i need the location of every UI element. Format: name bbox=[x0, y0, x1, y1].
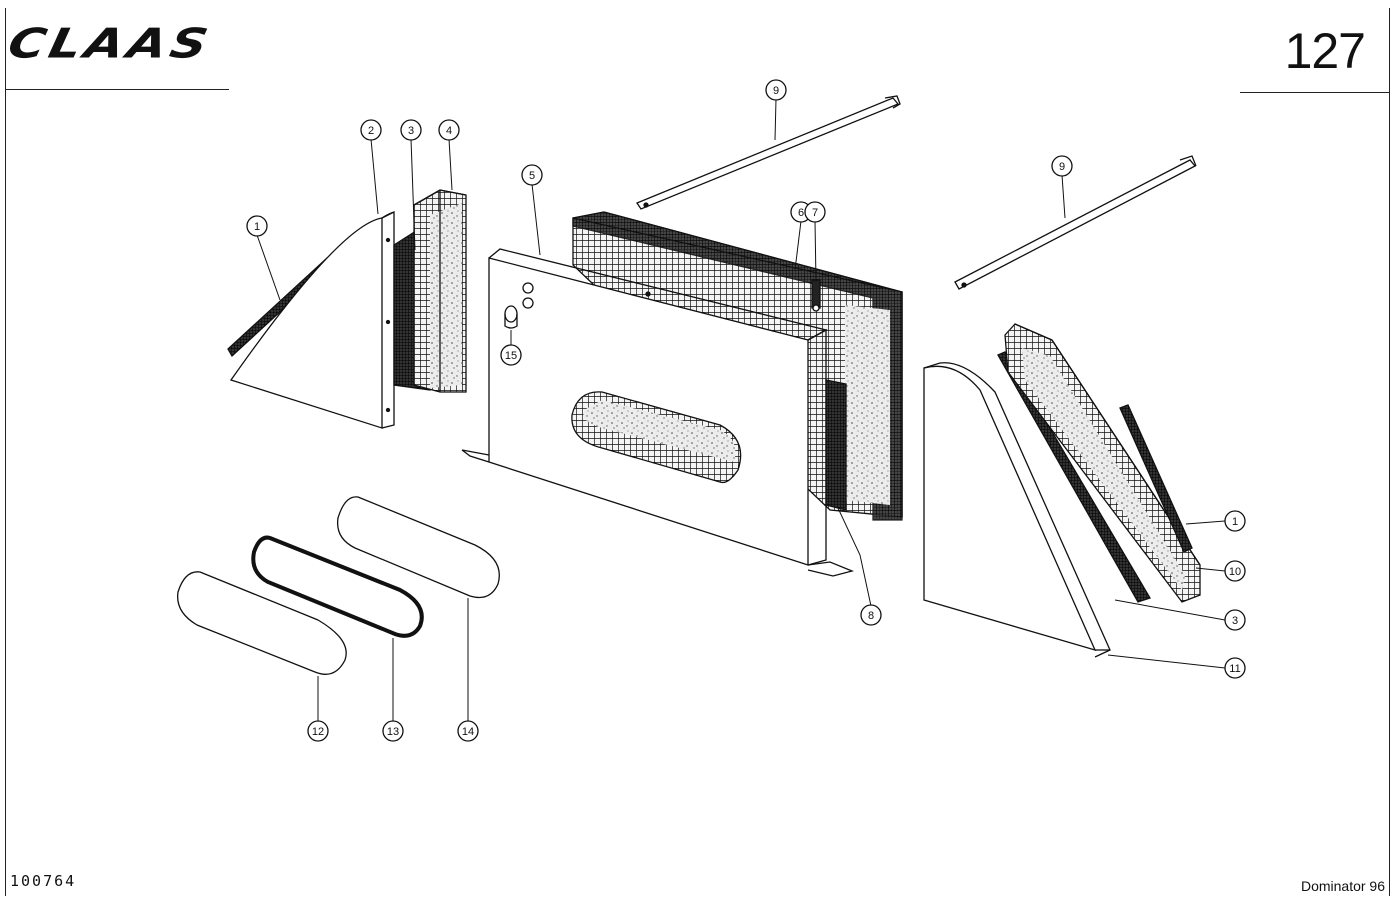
svg-text:14: 14 bbox=[462, 726, 474, 738]
callout-2: 2 bbox=[360, 119, 382, 141]
callout-10: 10 bbox=[1224, 560, 1246, 582]
part-3-right-mesh bbox=[997, 351, 1151, 603]
part-11-right-side-plate bbox=[923, 362, 1111, 658]
svg-text:9: 9 bbox=[773, 85, 779, 97]
part-10-right-filter bbox=[1004, 323, 1201, 603]
part-12-cover bbox=[176, 571, 347, 675]
svg-text:6: 6 bbox=[798, 207, 804, 219]
svg-text:9: 9 bbox=[1059, 161, 1065, 173]
callout-9-lower: 9 bbox=[1051, 155, 1073, 177]
callout-3-left: 3 bbox=[400, 119, 422, 141]
part-8-mesh-strip bbox=[825, 379, 847, 511]
page-border bbox=[5, 8, 1390, 896]
svg-text:15: 15 bbox=[505, 350, 517, 362]
callout-1-left: 1 bbox=[246, 215, 268, 237]
logo-rule bbox=[5, 89, 229, 90]
part-14-cover bbox=[336, 496, 500, 599]
part-9-upper-rod bbox=[636, 95, 901, 210]
document-code: 100764 bbox=[10, 872, 77, 890]
callout-3-right: 3 bbox=[1224, 609, 1246, 631]
svg-text:10: 10 bbox=[1229, 566, 1241, 578]
svg-text:8: 8 bbox=[868, 610, 874, 622]
svg-text:1: 1 bbox=[1232, 516, 1238, 528]
callout-13: 13 bbox=[382, 720, 404, 742]
svg-text:3: 3 bbox=[408, 125, 414, 137]
page-number: 127 bbox=[1284, 23, 1366, 79]
part-13-seal-ring bbox=[251, 535, 424, 638]
page-number-rule bbox=[1240, 92, 1390, 93]
model-name: Dominator 96 bbox=[1300, 878, 1385, 894]
svg-text:7: 7 bbox=[812, 207, 818, 219]
svg-text:11: 11 bbox=[1229, 663, 1240, 675]
callout-14: 14 bbox=[457, 720, 479, 742]
callout-8: 8 bbox=[860, 604, 882, 626]
callout-12: 12 bbox=[307, 720, 329, 742]
svg-text:4: 4 bbox=[446, 125, 452, 137]
part-5-main-panel bbox=[461, 248, 855, 577]
callout-1-right: 1 bbox=[1224, 510, 1246, 532]
part-7-fastener bbox=[811, 279, 821, 312]
callout-7: 7 bbox=[804, 201, 826, 223]
part-15-plug bbox=[504, 305, 518, 329]
svg-text:1: 1 bbox=[254, 221, 260, 233]
leader-lines bbox=[256, 98, 1226, 722]
callout-5: 5 bbox=[521, 164, 543, 186]
callout-9-upper: 9 bbox=[765, 79, 787, 101]
svg-text:12: 12 bbox=[312, 726, 324, 738]
part-4-left-filter bbox=[413, 189, 467, 393]
svg-text:2: 2 bbox=[368, 125, 374, 137]
callout-15: 15 bbox=[500, 344, 522, 366]
part-1-right-strip bbox=[1119, 404, 1193, 553]
svg-text:3: 3 bbox=[1232, 615, 1238, 627]
part-2-side-plate bbox=[229, 210, 395, 429]
callout-4: 4 bbox=[438, 119, 460, 141]
callout-11: 11 bbox=[1224, 657, 1246, 679]
part-9-lower-rod bbox=[954, 155, 1197, 290]
svg-text:13: 13 bbox=[387, 726, 399, 738]
svg-text:5: 5 bbox=[529, 170, 535, 182]
